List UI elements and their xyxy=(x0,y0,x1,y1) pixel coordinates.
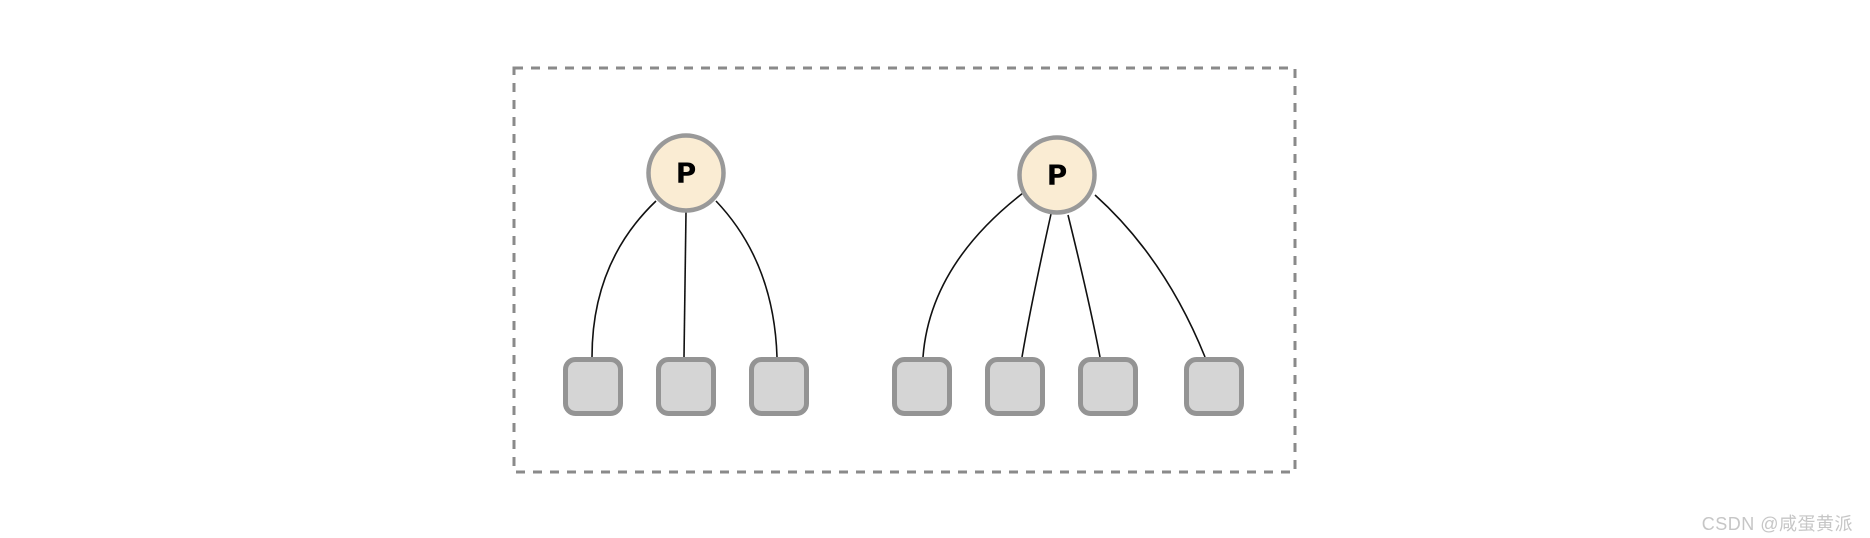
child-node xyxy=(1184,357,1244,416)
dashed-frame xyxy=(512,66,1297,474)
edge-line xyxy=(591,200,657,358)
process-node-label: P xyxy=(1047,159,1068,192)
child-node xyxy=(563,357,623,416)
left-process-group: P xyxy=(563,133,809,416)
child-node xyxy=(656,357,716,416)
process-node xyxy=(1017,135,1097,215)
edge-line xyxy=(683,211,687,358)
child-node xyxy=(985,357,1045,416)
edge-line xyxy=(715,200,778,358)
child-node xyxy=(749,357,809,416)
watermark: CSDN @咸蛋黄派 xyxy=(1701,514,1853,534)
edge-line xyxy=(922,192,1024,358)
process-node xyxy=(646,133,726,213)
process-node-label: P xyxy=(676,157,697,190)
right-process-group: P xyxy=(892,135,1244,416)
edge-line xyxy=(1067,214,1101,358)
edge-line xyxy=(1094,194,1206,358)
edge-line xyxy=(1021,213,1052,358)
child-node xyxy=(1078,357,1138,416)
child-node xyxy=(892,357,952,416)
